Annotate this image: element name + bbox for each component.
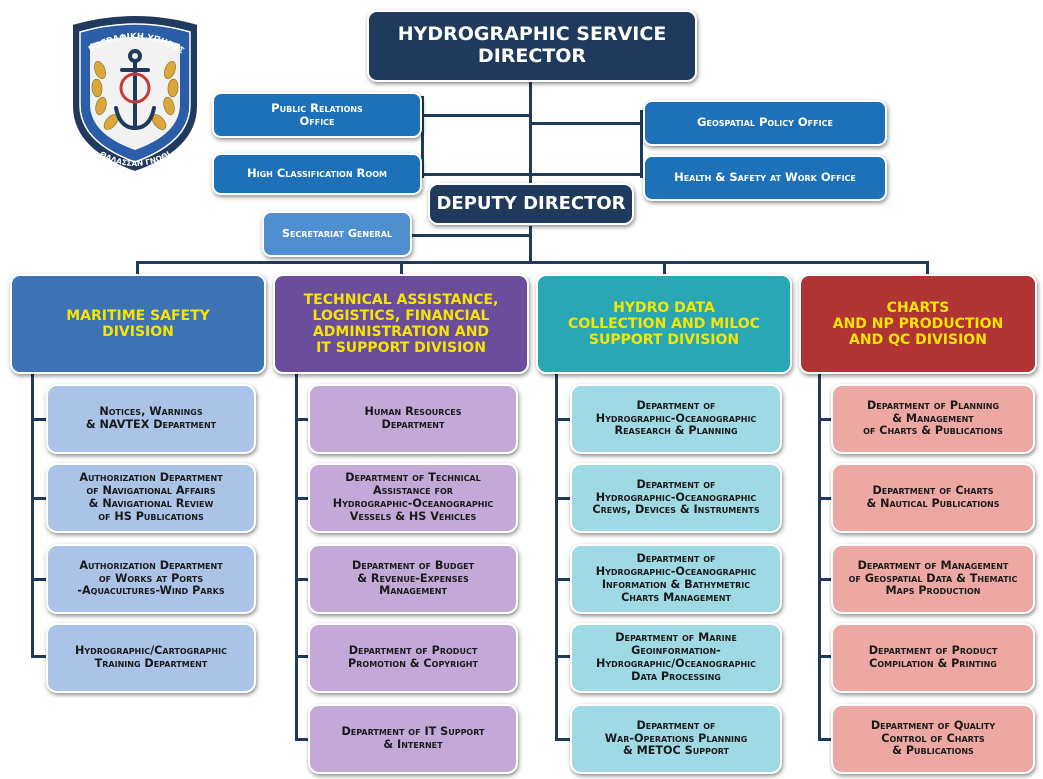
connector-division-2-drop xyxy=(400,261,403,275)
department-box: Department of Planning & Management of C… xyxy=(831,384,1035,454)
connector-branch xyxy=(555,418,572,421)
connector-right-offices-vertical xyxy=(640,110,643,178)
department-box: Department of Product Promotion & Copyri… xyxy=(308,623,518,693)
department-box: Authorization Department of Navigational… xyxy=(46,463,256,533)
department-box: Department of Hydrographic-Oceanographic… xyxy=(570,463,782,533)
hydrographic-service-emblem: ΥΔΡΟΓΡΑΦΙΚΗ ΥΠΗΡΕΣΙΑ ΘΑΛΑΣΣΑΝ ΓΝΩΘΙ xyxy=(64,10,199,174)
connector-secretariat xyxy=(412,234,531,237)
health-safety-office-box: Health & Safety at Work Office xyxy=(643,155,887,201)
department-box: Department of Hydrographic-Oceanographic… xyxy=(570,544,782,614)
connector-branch xyxy=(555,497,572,500)
connector-branch xyxy=(295,578,310,581)
connector-public-relations xyxy=(421,114,531,117)
secretariat-general-box: Secretariat General xyxy=(262,211,412,257)
connector-branch xyxy=(31,578,48,581)
department-box: Department of Budget & Revenue-Expenses … xyxy=(308,544,518,614)
high-classification-room-box: High Classification Room xyxy=(212,153,422,195)
department-box: Hydrographic/Cartographic Training Depar… xyxy=(46,623,256,693)
connector-branch xyxy=(295,738,310,741)
connector-branch xyxy=(295,497,310,500)
connector-division-1-drop xyxy=(136,261,139,275)
department-box: Department of Management of Geospatial D… xyxy=(831,544,1035,614)
connector-health-safety xyxy=(529,173,643,176)
connector-branch xyxy=(31,497,48,500)
department-box: Department of IT Support & Internet xyxy=(308,704,518,774)
connector-left-offices-vertical xyxy=(421,96,424,178)
geospatial-policy-office-box: Geospatial Policy Office xyxy=(643,100,887,146)
public-relations-office-box: Public Relations Office xyxy=(212,92,422,138)
connector-division-3-spine xyxy=(555,374,558,741)
connector-branch xyxy=(295,418,310,421)
connector-branch xyxy=(818,655,833,658)
anchor-icon xyxy=(114,49,156,131)
director-box: HYDROGRAPHIC SERVICE DIRECTOR xyxy=(367,10,697,82)
department-box: Department of Technical Assistance for H… xyxy=(308,463,518,533)
connector-branch xyxy=(31,655,48,658)
connector-branch xyxy=(818,418,833,421)
connector-deputy-trunk xyxy=(529,226,532,262)
department-box: Authorization Department of Works at Por… xyxy=(46,544,256,614)
connector-high-classification xyxy=(421,173,531,176)
connector-division-2-spine xyxy=(295,374,298,741)
connector-branch xyxy=(295,655,310,658)
connector-branch xyxy=(818,578,833,581)
department-box: Department of Marine Geoinformation- Hyd… xyxy=(570,623,782,693)
department-box: Department of Charts & Nautical Publicat… xyxy=(831,463,1035,533)
laurel-wreath-icon xyxy=(91,61,179,130)
connector-director-trunk xyxy=(529,80,532,194)
department-box: Human Resources Department xyxy=(308,384,518,454)
connector-branch xyxy=(818,497,833,500)
department-box: Department of Product Compilation & Prin… xyxy=(831,623,1035,693)
connector-branch xyxy=(31,418,48,421)
division-charts-production: CHARTS AND NP PRODUCTION AND QC DIVISION xyxy=(799,274,1037,374)
connector-branch xyxy=(555,738,572,741)
connector-divisions-bus xyxy=(136,261,929,264)
department-box: Department of Hydrographic-Oceanographic… xyxy=(570,384,782,454)
division-hydro-data: HYDRO DATA COLLECTION AND MILOC SUPPORT … xyxy=(536,274,792,374)
connector-division-1-spine xyxy=(31,374,34,657)
connector-division-3-drop xyxy=(663,261,666,275)
deputy-director-box: DEPUTY DIRECTOR xyxy=(428,183,634,225)
connector-geospatial-policy xyxy=(529,122,643,125)
connector-branch xyxy=(818,738,833,741)
division-technical-assistance: TECHNICAL ASSISTANCE, LOGISTICS, FINANCI… xyxy=(273,274,529,374)
connector-branch xyxy=(555,655,572,658)
division-maritime-safety: MARITIME SAFETY DIVISION xyxy=(10,274,266,374)
connector-division-4-drop xyxy=(926,261,929,275)
department-box: Department of War-Operations Planning & … xyxy=(570,704,782,774)
connector-branch xyxy=(555,578,572,581)
department-box: Department of Quality Control of Charts … xyxy=(831,704,1035,774)
connector-division-4-spine xyxy=(818,374,821,741)
department-box: Notices, Warnings & NAVTEX Department xyxy=(46,384,256,454)
